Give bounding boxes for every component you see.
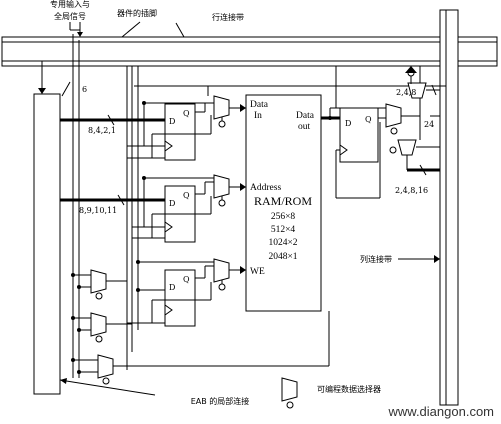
bus-label-24: 24 (424, 120, 434, 129)
ram-config-4: 2048×1 (268, 252, 297, 262)
dff-address: D Q (164, 181, 214, 243)
mux-legend: 可编程数据选择器 (281, 377, 381, 409)
column-interconnect-label: 列连接带 (360, 254, 392, 264)
row-interconnect-band (1, 36, 498, 67)
dff1-q-label: Q (183, 109, 190, 118)
mux-address (213, 174, 246, 207)
ram-data-in-label-2: In (254, 111, 262, 121)
column-interconnect-band (439, 9, 459, 406)
ram-rom-block: Data In Data out Address RAM/ROM 256×8 5… (245, 94, 322, 312)
ram-config-2: 512×4 (271, 225, 296, 235)
dff3-q-label: Q (183, 275, 190, 284)
ram-we-label: WE (250, 267, 265, 277)
dff-out-q-label: Q (365, 115, 372, 124)
dff3-d-label: D (169, 283, 175, 292)
dedicated-input-label-line2: 全局信号 (54, 11, 86, 21)
bus-label-891011: 8,9,10,11 (79, 206, 117, 215)
out-label-bottom: 2,4,8,16 (395, 186, 428, 195)
device-pins-label: 器件的插脚 (117, 8, 157, 18)
tristate-buffer-top: 2,4,8 (396, 66, 440, 99)
ram-data-out-label-2: out (298, 122, 311, 132)
dff-data-in: D Q (164, 102, 214, 161)
mux-we (213, 258, 246, 291)
mux-data-out (385, 103, 420, 135)
bus-label-8421: 8,4,2,1 (88, 126, 116, 135)
dff-we: D Q (164, 265, 214, 327)
dff-data-out: D Q (339, 107, 379, 163)
row-interconnect-label: 行连接带 (212, 12, 244, 22)
dff-out-d-label: D (345, 119, 351, 128)
ram-config-1: 256×8 (271, 212, 296, 222)
clock-mux-2 (71, 312, 132, 343)
local-interconnect-bus (33, 93, 61, 395)
ram-data-in-label: Data (250, 100, 269, 110)
ram-data-out-label: Data (296, 111, 315, 121)
bus-width-6: 6 (82, 85, 87, 94)
input-buses: 8,4,2,1 8,9,10,11 (60, 114, 165, 215)
mux-legend-label: 可编程数据选择器 (317, 384, 381, 394)
mux-data-in (213, 95, 246, 128)
out-label-top: 2,4,8 (396, 88, 416, 97)
watermark: www.diangon.com (388, 404, 495, 419)
tristate-buffer-bottom (389, 139, 440, 170)
ram-title: RAM/ROM (254, 194, 312, 208)
ram-address-label: Address (250, 183, 281, 193)
eab-local-label: EAB 的局部连接 (191, 396, 250, 406)
dff1-d-label: D (169, 117, 175, 126)
dedicated-input-label-line1: 专用输入与 (50, 0, 90, 9)
clock-mux-1 (71, 269, 127, 300)
vertical-signal-lines: 6 (38, 34, 446, 378)
ram-config-3: 1024×2 (268, 238, 297, 248)
pointer-arrows (69, 21, 185, 38)
dff2-d-label: D (169, 199, 175, 208)
dff2-q-label: Q (183, 191, 190, 200)
